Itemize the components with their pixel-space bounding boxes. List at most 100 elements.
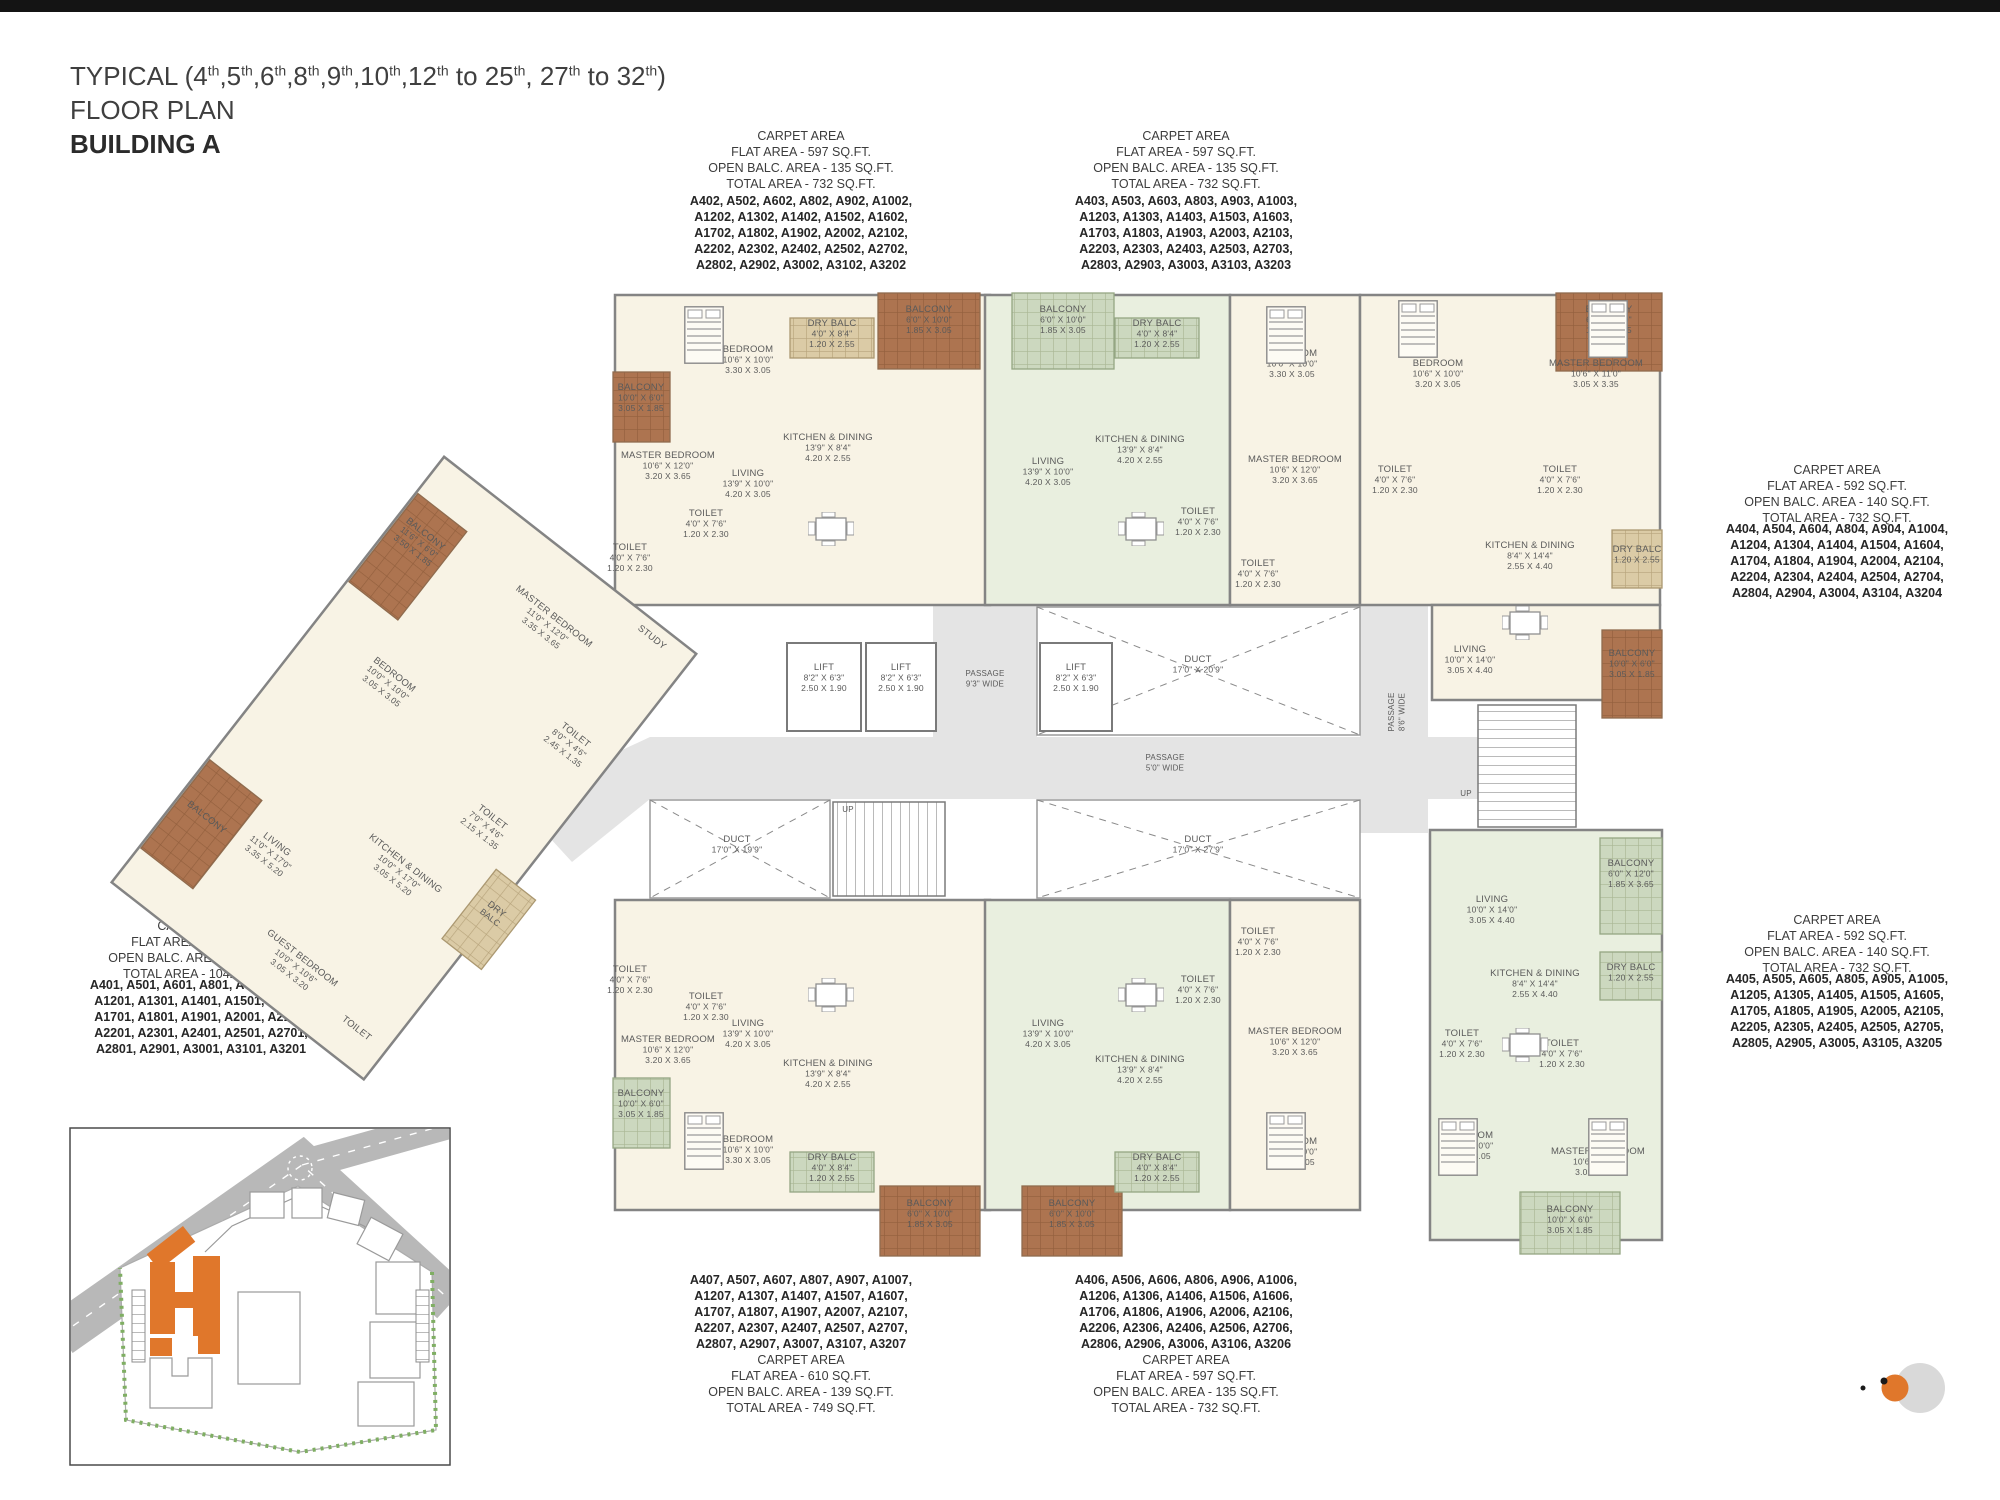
duct-cross-line	[649, 799, 831, 899]
plan-label: UP	[1460, 789, 1472, 798]
unit-list-top-left: A402, A502, A602, A802, A902, A1002,A120…	[689, 194, 913, 272]
bbrown-region	[612, 371, 671, 443]
unit-list-right-upper: A404, A504, A604, A804, A904, A1004,A120…	[1725, 522, 1949, 600]
logo-black-dot	[1880, 1377, 1888, 1385]
unit-list-right-lower: A405, A505, A605, A805, A905, A1005,A120…	[1725, 972, 1949, 1050]
unit-list-bottom-right: A406, A506, A606, A806, A906, A1006,A120…	[1074, 1273, 1298, 1351]
building-a-highlight	[146, 1225, 220, 1356]
site-plan-inset	[69, 1127, 451, 1466]
bbrown-region	[877, 292, 981, 370]
bgreen-region	[1011, 292, 1115, 370]
bbeige-region	[441, 868, 537, 971]
bgreen-region	[789, 1151, 875, 1193]
duct-cross-line	[1036, 799, 1361, 899]
bgreen-region	[1599, 951, 1663, 1001]
lift-region	[865, 642, 937, 732]
bgreen-region	[1599, 837, 1663, 935]
logo-gray-circle	[1895, 1363, 1945, 1413]
stairH-region	[1477, 704, 1577, 828]
bgreen-region	[612, 1077, 671, 1149]
bbrown-region	[879, 1185, 981, 1257]
stairV-region	[832, 801, 946, 897]
logo-orange-circle	[1881, 1374, 1909, 1402]
logo-black-dot-small	[1860, 1385, 1866, 1391]
bbeige-region	[789, 317, 875, 359]
hedge-border	[118, 1267, 439, 1455]
bbrown-region	[348, 492, 468, 621]
parking-strip	[415, 1289, 430, 1363]
bgreen-region	[1114, 317, 1200, 359]
bbrown-region	[139, 758, 263, 890]
lift-region	[786, 642, 862, 732]
unit-list-bottom-left: A407, A507, A607, A807, A907, A1007,A120…	[689, 1273, 913, 1351]
duct-cross-line	[649, 799, 831, 899]
duct-cross-line	[1036, 799, 1361, 899]
cream-region	[109, 455, 699, 1082]
road	[297, 1129, 449, 1180]
top-border-bar	[0, 0, 2000, 12]
other-buildings	[149, 1187, 421, 1427]
corridor-region	[1360, 605, 1428, 833]
bbrown-region	[1021, 1185, 1123, 1257]
brand-logo-mark	[1860, 1363, 1945, 1413]
bbrown-region	[1601, 629, 1663, 719]
title-line-building: BUILDING A	[70, 128, 221, 159]
title-line-floors: TYPICAL (4th,5th,6th,8th,9th,10th,12th t…	[70, 61, 666, 91]
unit-list-top-right: A403, A503, A603, A803, A903, A1003,A120…	[1074, 194, 1298, 272]
lift-region	[1039, 642, 1113, 732]
plan-label: UP	[842, 805, 854, 814]
corridor-region	[650, 737, 1478, 799]
roundabout	[287, 1155, 313, 1181]
parking-strip	[131, 1289, 146, 1363]
bgreen-region	[1519, 1191, 1621, 1255]
